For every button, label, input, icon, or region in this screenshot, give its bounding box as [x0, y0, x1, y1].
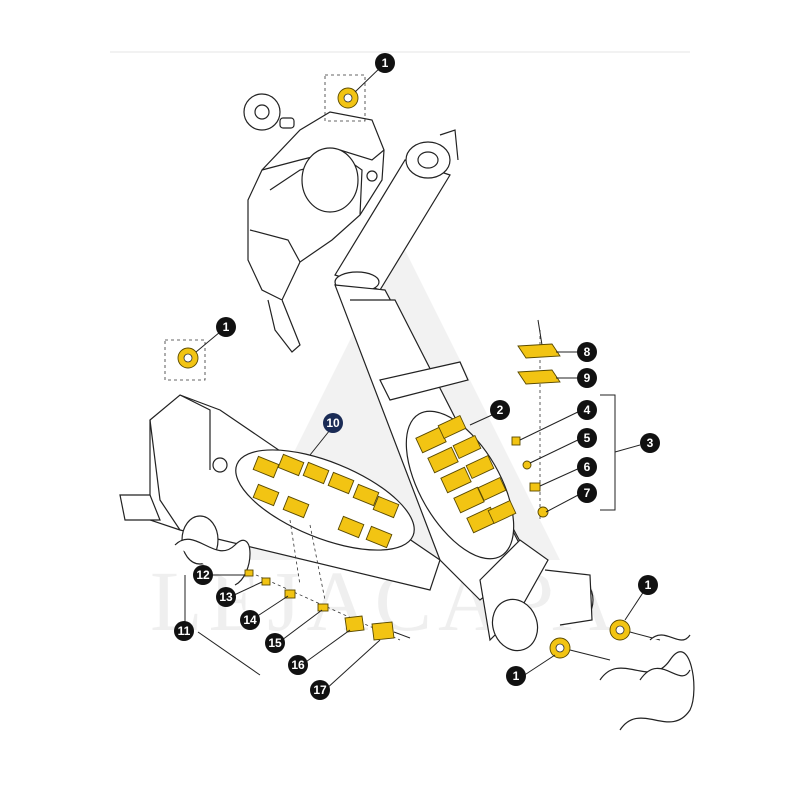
callout-12: 12: [193, 565, 213, 585]
callout-14: 14: [240, 610, 260, 630]
elevator-head-housing: [243, 93, 385, 353]
sprocket-top: [324, 74, 366, 122]
auger-tube-cylinder: [334, 129, 459, 293]
callout-1-top: 1: [375, 53, 395, 73]
callout-10: 10: [323, 413, 343, 433]
bushing-14: [284, 589, 296, 599]
callout-16: 16: [288, 655, 308, 675]
lower-chain-parts: [244, 519, 411, 641]
pin-12: [244, 569, 254, 577]
clip-15: [317, 603, 329, 612]
bushing-6: [529, 482, 541, 492]
callout-7: 7: [577, 483, 597, 503]
auger-screw-left: [174, 538, 251, 586]
callout-4-label: 4: [584, 403, 591, 417]
callout-1-bottom-label: 1: [513, 669, 520, 683]
callout-3-label: 3: [647, 436, 654, 450]
paddle-16: [344, 615, 365, 633]
callout-7-label: 7: [584, 486, 591, 500]
callout-15-label: 15: [268, 636, 282, 650]
callout-5-label: 5: [584, 431, 591, 445]
roller-13: [261, 577, 271, 586]
link-plate-8: [517, 343, 561, 359]
callout-1-left: 1: [216, 317, 236, 337]
sprocket-right-lower: [609, 619, 661, 641]
link-plate-9: [517, 369, 561, 385]
callout-9: 9: [577, 368, 597, 388]
callout-13: 13: [216, 587, 236, 607]
conveyor-flight-paddles: [252, 453, 400, 549]
callout-13-label: 13: [219, 590, 233, 604]
roller-5: [522, 460, 532, 470]
chain-link-parts: [511, 319, 561, 520]
callout-6: 6: [577, 457, 597, 477]
callout-10-label: 10: [326, 416, 340, 430]
callout-6-label: 6: [584, 460, 591, 474]
callout-2-label: 2: [497, 403, 504, 417]
callout-14-label: 14: [243, 613, 257, 627]
clip-7: [537, 506, 549, 518]
callout-11-label: 11: [178, 624, 191, 638]
paddle-17: [371, 621, 395, 641]
callout-2: 2: [490, 400, 510, 420]
callout-4: 4: [577, 400, 597, 420]
callout-1-right-label: 1: [645, 578, 652, 592]
callout-1-left-label: 1: [223, 320, 230, 334]
callout-1-top-label: 1: [382, 56, 389, 70]
callout-8: 8: [577, 342, 597, 362]
inclined-elevator-channel: [334, 284, 594, 652]
callout-1-bottom: 1: [506, 666, 526, 686]
callout-9-label: 9: [584, 371, 591, 385]
callout-5: 5: [577, 428, 597, 448]
callout-11: 11: [174, 621, 194, 641]
callout-1-right: 1: [638, 575, 658, 595]
callout-17: 17: [310, 680, 330, 700]
sprocket-left: [164, 339, 206, 381]
channel-flight-paddles: [415, 414, 517, 534]
auger-screw-lower: [599, 634, 695, 731]
callout-12-label: 12: [196, 568, 210, 582]
callout-8-label: 8: [584, 345, 591, 359]
callout-3: 3: [640, 433, 660, 453]
horizontal-conveyor-housing: [119, 394, 441, 591]
link-pin-4: [511, 436, 521, 446]
callout-15: 15: [265, 633, 285, 653]
sprocket-bottom: [549, 637, 611, 661]
callout-17-label: 17: [313, 683, 327, 697]
callout-16-label: 16: [291, 658, 305, 672]
